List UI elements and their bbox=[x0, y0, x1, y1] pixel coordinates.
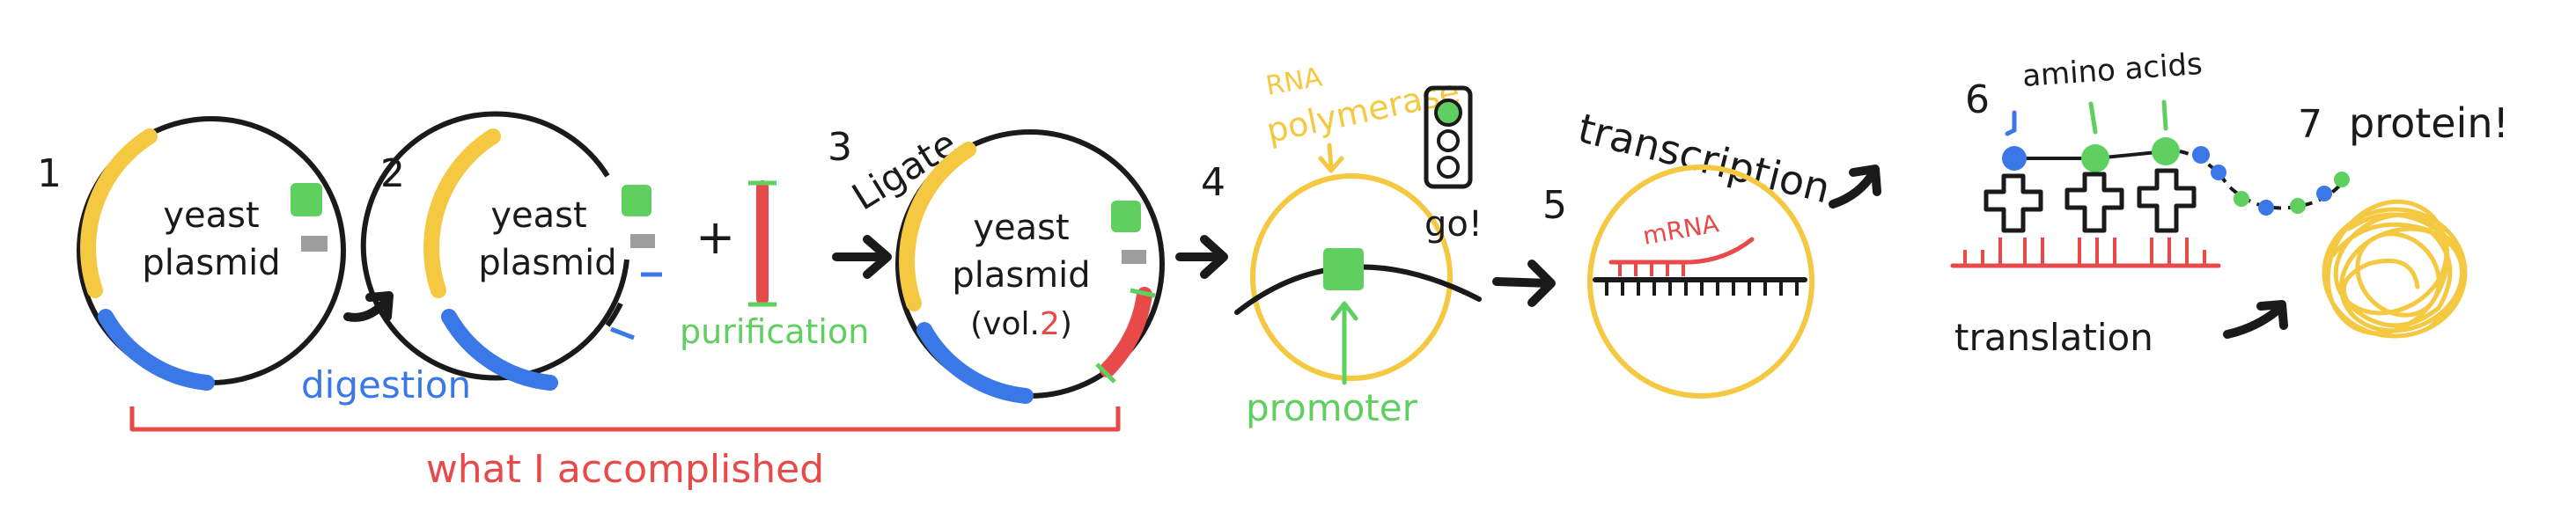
arrow-icon-head bbox=[1849, 165, 1881, 196]
plasmid-3-green-marker bbox=[1111, 201, 1141, 232]
step-3: 3 Ligate yeast plasmid (vol.2) bbox=[828, 121, 1165, 404]
dna-template-ticks bbox=[1605, 280, 1799, 296]
polymerase-5-body bbox=[1587, 165, 1814, 399]
arrow-icon bbox=[1829, 168, 1878, 209]
trna-1 bbox=[1984, 173, 2043, 233]
vol-prefix: (vol. bbox=[970, 306, 1040, 342]
plasmid-3-label-line2: plasmid bbox=[952, 255, 1090, 296]
transcription-label: transcription bbox=[1573, 104, 1835, 212]
mrna-translation-ticks bbox=[1963, 238, 2206, 266]
plasmid-3-insert-green-top bbox=[1130, 288, 1156, 298]
step-2: 2 yeast plasmid digestion + purification bbox=[301, 111, 869, 406]
promoter-label: promoter bbox=[1246, 386, 1418, 429]
digestion-label: digestion bbox=[301, 363, 471, 406]
plasmid-1-gray-marker bbox=[301, 236, 328, 252]
arrow-icon-head bbox=[1200, 235, 1228, 279]
peptide-residue bbox=[2192, 146, 2210, 164]
plasmid-2-cut-end bbox=[605, 302, 623, 327]
rna-polymerase-line1: RNA bbox=[1263, 62, 1324, 102]
promoter-pointer-head bbox=[1330, 301, 1358, 321]
plasmid-3-yellow-segment bbox=[899, 142, 976, 311]
peptide-chain bbox=[2179, 146, 2350, 216]
amino-acids-label: amino acids bbox=[2021, 47, 2204, 94]
trna-2 bbox=[2064, 172, 2124, 233]
step-7: 7 protein! bbox=[2298, 99, 2509, 339]
trna-group bbox=[1984, 168, 2197, 233]
step-5: 5 transcription mRNA bbox=[1542, 104, 1835, 399]
plasmid-3-blue-segment bbox=[916, 322, 1034, 404]
plasmid-2-blue-segment bbox=[441, 309, 558, 391]
vol-suffix: ) bbox=[1060, 306, 1072, 342]
plasmid-3-label-line1: yeast bbox=[973, 208, 1069, 248]
rna-polymerase-body bbox=[1250, 173, 1453, 381]
step-6: 6 amino acids translation bbox=[1950, 47, 2221, 359]
step-7-number: 7 bbox=[2298, 102, 2322, 147]
purification-label: purification bbox=[680, 312, 869, 351]
plasmid-3-vol-label: (vol.2) bbox=[970, 306, 1072, 342]
traffic-light-middle bbox=[1437, 129, 1460, 152]
plus-sign: + bbox=[696, 209, 735, 265]
step-1: 1 yeast plasmid bbox=[37, 116, 346, 391]
step-4-number: 4 bbox=[1201, 160, 1225, 205]
mrna-label: mRNA bbox=[1640, 209, 1720, 251]
step-3-number: 3 bbox=[828, 125, 852, 170]
translation-label: translation bbox=[1954, 316, 2153, 359]
peptide-residue bbox=[2234, 191, 2249, 207]
arrow-icon bbox=[2223, 304, 2285, 339]
step-1-number: 1 bbox=[37, 151, 62, 196]
amino-acid-blue bbox=[2002, 146, 2027, 171]
plasmid-3-gray-marker bbox=[1122, 250, 1146, 264]
vol-number: 2 bbox=[1040, 306, 1060, 342]
arrow-icon-head bbox=[863, 235, 892, 279]
plasmid-2-ring bbox=[360, 111, 629, 381]
peptide-residue bbox=[2211, 165, 2226, 180]
peptide-residue bbox=[2334, 172, 2350, 187]
plasmid-2-label-line1: yeast bbox=[490, 195, 586, 236]
amino-acid-green-2 bbox=[2152, 137, 2180, 165]
go-label: go! bbox=[1424, 204, 1483, 245]
plasmid-3-insert-green-bottom bbox=[1095, 362, 1116, 384]
plasmid-2-yellow-segment bbox=[423, 128, 501, 298]
plasmid-2-label-line2: plasmid bbox=[478, 243, 616, 283]
plasmid-2-cut-blue-2 bbox=[610, 326, 635, 340]
mrna-ticks bbox=[1618, 262, 1685, 276]
amino-pointer-green-2 bbox=[2161, 99, 2168, 131]
plasmid-3-insert bbox=[1100, 287, 1152, 377]
peptide-residue bbox=[2258, 200, 2274, 216]
step-5-number: 5 bbox=[1542, 183, 1567, 228]
plasmid-1-green-marker bbox=[291, 183, 322, 216]
brace-icon bbox=[129, 406, 1121, 432]
amino-pointer-green-1 bbox=[2088, 101, 2098, 135]
peptide-residue bbox=[2316, 186, 2332, 201]
rna-polymerase-pointer bbox=[1327, 143, 1334, 170]
step-6-number: 6 bbox=[1965, 77, 1990, 122]
protein-label: protein! bbox=[2349, 99, 2509, 147]
arrow-icon bbox=[1492, 277, 1554, 288]
traffic-light-green bbox=[1434, 99, 1462, 127]
amino-pointer-blue bbox=[2005, 110, 2017, 136]
accomplished-label: what I accomplished bbox=[426, 447, 824, 492]
arrow-icon-head bbox=[1527, 260, 1556, 307]
traffic-light-bottom bbox=[1437, 156, 1460, 179]
traffic-light-housing bbox=[1424, 85, 1473, 189]
traffic-light-icon bbox=[1424, 85, 1473, 189]
arrow-icon-head bbox=[2256, 300, 2288, 330]
amino-acid-green-1 bbox=[2081, 144, 2109, 172]
plasmid-1-label-line1: yeast bbox=[163, 195, 259, 236]
plasmid-1-label-line2: plasmid bbox=[142, 243, 280, 283]
rna-polymerase-pointer-head bbox=[1318, 156, 1344, 173]
plasmid-1-blue-segment bbox=[98, 309, 215, 391]
plasmid-2-green-marker bbox=[622, 185, 651, 216]
peptide-residue bbox=[2290, 198, 2306, 214]
plasmid-1-yellow-segment bbox=[80, 128, 158, 298]
promoter-box bbox=[1323, 248, 1364, 290]
step-4: 4 RNA polymerase promoter go! bbox=[1201, 62, 1483, 429]
mrna-strand bbox=[1608, 237, 1755, 265]
protein-scribble-icon bbox=[2322, 199, 2468, 339]
plasmid-2-gray-marker bbox=[630, 234, 655, 248]
trna-3 bbox=[2137, 168, 2197, 233]
